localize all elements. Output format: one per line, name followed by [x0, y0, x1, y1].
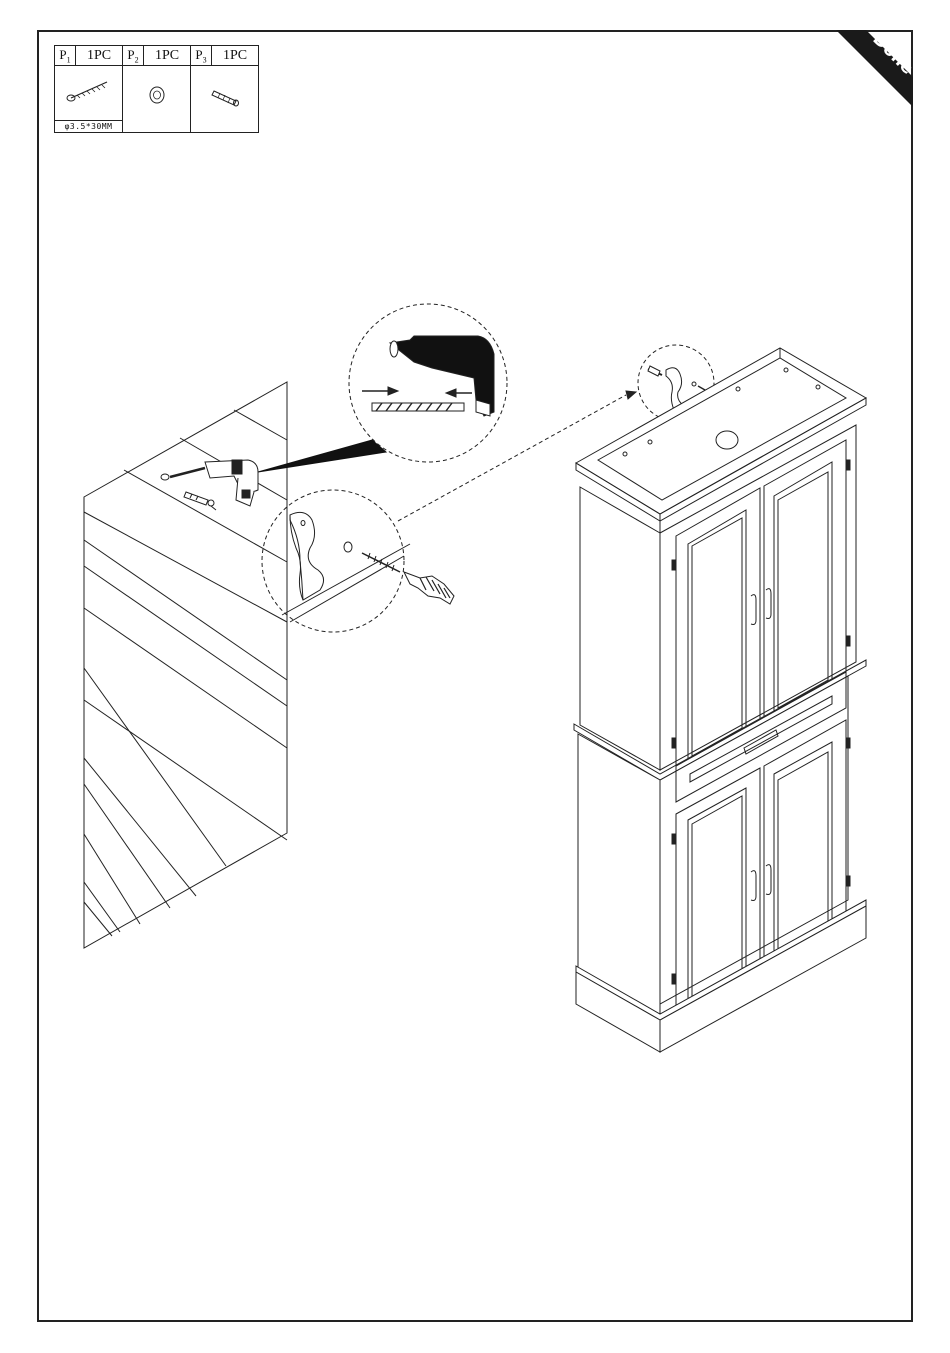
drill-detail-zoom [349, 304, 507, 462]
strap-detail-zoom [262, 490, 454, 632]
cabinet-illustration [574, 348, 866, 1052]
